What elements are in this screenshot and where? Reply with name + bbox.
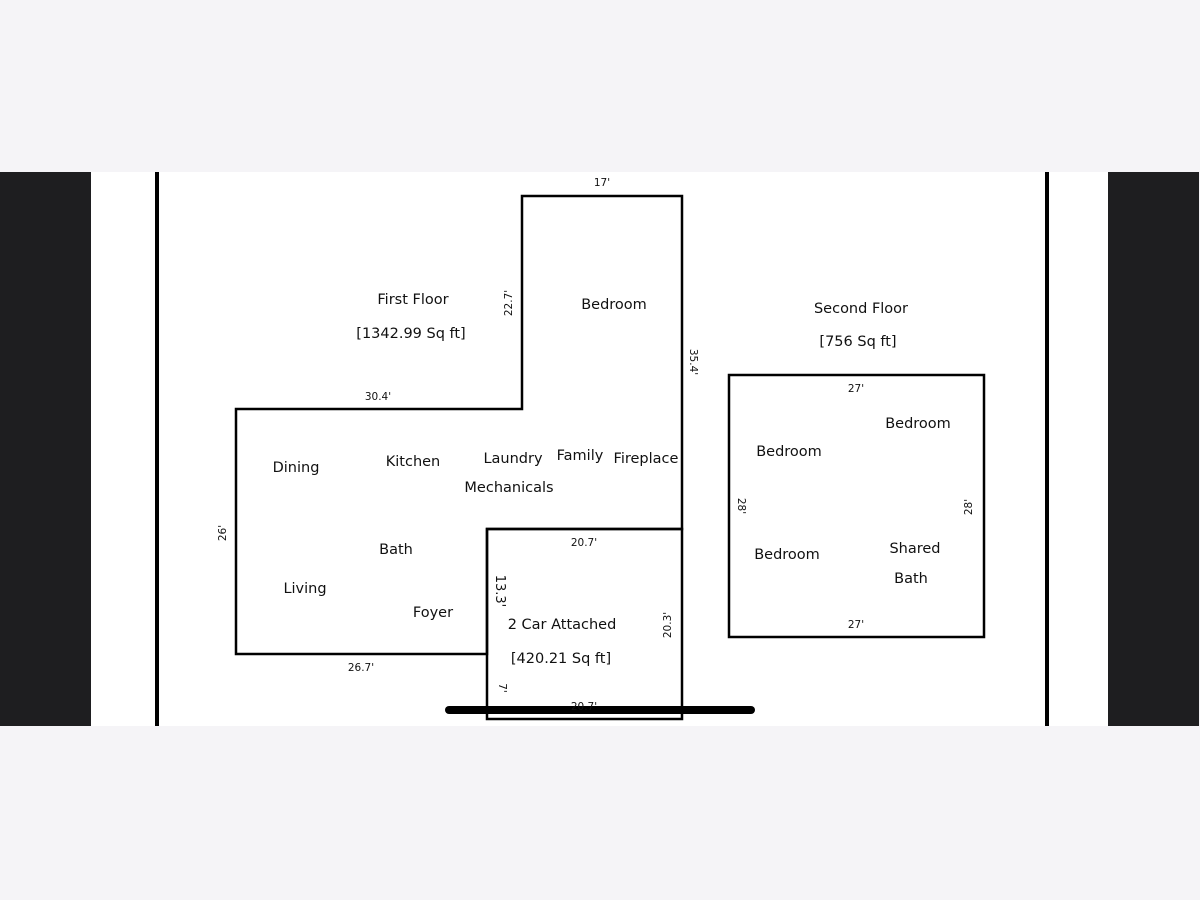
right-letterbox-bar	[1108, 172, 1199, 726]
dim-garage-right: 20.3'	[662, 612, 674, 638]
room-second-bedroom-3: Bedroom	[754, 547, 820, 563]
dim-second-floor-top: 27'	[848, 383, 864, 395]
room-living: Living	[283, 581, 326, 597]
garage-area: [420.21 Sq ft]	[511, 651, 611, 667]
dim-bedroom-left: 22.7'	[503, 290, 515, 316]
floor-plan-sheet	[91, 172, 1108, 726]
dim-first-floor-bottom: 26.7'	[348, 662, 374, 674]
dim-first-floor-top: 17'	[594, 177, 610, 189]
room-laundry: Laundry	[483, 451, 543, 467]
second-floor-area: [756 Sq ft]	[819, 334, 896, 350]
first-floor-area: [1342.99 Sq ft]	[356, 326, 465, 342]
dim-first-floor-upper-left: 30.4'	[365, 391, 391, 403]
left-letterbox-bar	[0, 172, 91, 726]
dim-second-floor-bottom: 27'	[848, 619, 864, 631]
garage-outline	[485, 527, 684, 721]
room-family: Family	[557, 448, 604, 464]
room-mechanicals: Mechanicals	[464, 480, 553, 496]
dim-garage-bottom: 20.7'	[571, 701, 597, 713]
dim-second-floor-right: 28'	[963, 499, 975, 515]
dim-first-floor-left: 26'	[217, 525, 229, 541]
room-shared: Shared	[889, 541, 940, 557]
room-fireplace: Fireplace	[614, 451, 679, 467]
first-floor-title: First Floor	[377, 292, 448, 308]
second-floor-title: Second Floor	[814, 301, 908, 317]
room-bath: Bath	[379, 542, 413, 558]
dim-garage-top: 20.7'	[571, 537, 597, 549]
sheet-left-border	[155, 172, 159, 726]
room-bedroom: Bedroom	[581, 297, 647, 313]
room-shared-bath: Bath	[894, 571, 928, 587]
dim-first-floor-right: 35.4'	[687, 349, 699, 375]
room-dining: Dining	[273, 460, 320, 476]
dim-second-floor-left: 28'	[735, 498, 747, 514]
room-kitchen: Kitchen	[386, 454, 441, 470]
sheet-right-border	[1045, 172, 1049, 726]
second-floor-outline	[727, 373, 986, 639]
garage-title: 2 Car Attached	[508, 617, 617, 633]
dim-garage-small: 7'	[496, 683, 508, 693]
room-second-bedroom-2: Bedroom	[885, 416, 951, 432]
room-foyer: Foyer	[413, 605, 453, 621]
dim-garage-left: 13.3'	[492, 575, 507, 608]
room-second-bedroom-1: Bedroom	[756, 444, 822, 460]
